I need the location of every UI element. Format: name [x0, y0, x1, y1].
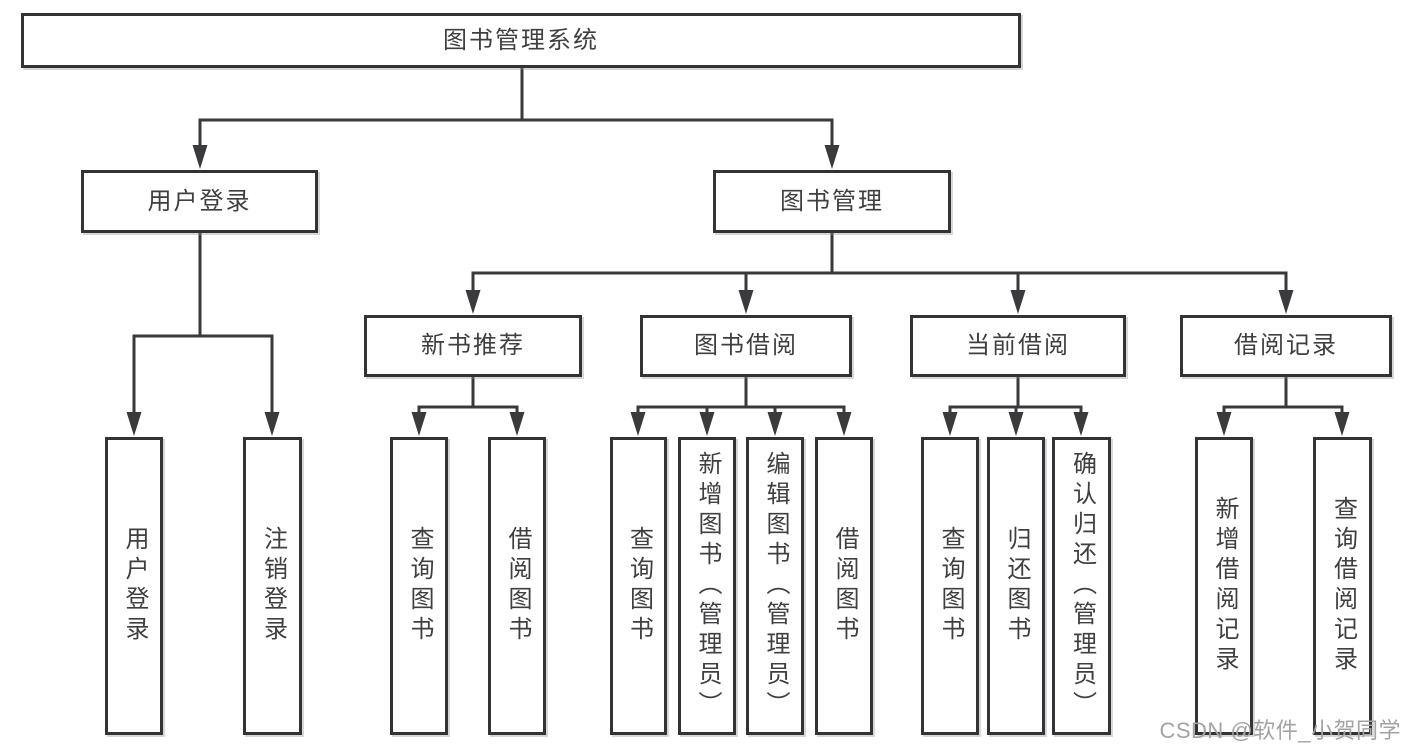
node-leaf-add-book-admin-label: 新增图书（管理员）: [694, 451, 721, 721]
node-leaf-edit-book-admin-label: 编辑图书（管理员）: [762, 451, 789, 721]
node-leaf-logout-label: 注销登录: [259, 526, 287, 646]
node-borrow-records: 借阅记录: [1180, 315, 1392, 377]
node-leaf-borrow-books-recommend-label: 借阅图书: [504, 526, 531, 646]
node-leaf-add-borrow-record-label: 新增借阅记录: [1211, 496, 1238, 676]
node-leaf-return-book: 归还图书: [987, 437, 1045, 735]
node-leaf-query-borrow-record: 查询借阅记录: [1313, 437, 1372, 735]
node-book-management-label: 图书管理: [780, 187, 884, 215]
node-leaf-confirm-return-admin-label: 确认归还（管理员）: [1068, 451, 1096, 721]
node-leaf-borrow-books-label: 借阅图书: [831, 526, 858, 646]
node-leaf-query-books-current-label: 查询图书: [937, 526, 964, 646]
node-current-borrow: 当前借阅: [910, 315, 1126, 377]
node-user-login-label: 用户登录: [147, 187, 252, 215]
watermark: CSDN @软件_小贺同学: [1159, 718, 1401, 743]
node-new-book-recommend: 新书推荐: [364, 315, 582, 377]
node-leaf-borrow-books-recommend: 借阅图书: [488, 437, 546, 735]
node-leaf-query-books-borrow-label: 查询图书: [625, 526, 653, 646]
node-leaf-query-books-recommend: 查询图书: [390, 437, 448, 735]
node-book-management: 图书管理: [713, 170, 951, 233]
node-leaf-user-login: 用户登录: [105, 437, 163, 735]
node-leaf-query-borrow-record-label: 查询借阅记录: [1329, 496, 1357, 676]
node-leaf-query-books-borrow: 查询图书: [610, 437, 667, 735]
node-new-book-recommend-label: 新书推荐: [421, 332, 525, 359]
node-borrow-records-label: 借阅记录: [1234, 332, 1338, 359]
node-leaf-user-login-label: 用户登录: [121, 526, 148, 646]
node-leaf-query-books-current: 查询图书: [921, 437, 979, 735]
node-leaf-logout: 注销登录: [243, 437, 302, 735]
node-user-login: 用户登录: [81, 170, 318, 233]
node-current-borrow-label: 当前借阅: [966, 332, 1070, 359]
node-leaf-add-book-admin: 新增图书（管理员）: [678, 437, 736, 735]
node-leaf-query-books-recommend-label: 查询图书: [406, 526, 433, 646]
node-leaf-confirm-return-admin: 确认归还（管理员）: [1052, 437, 1111, 735]
node-leaf-return-book-label: 归还图书: [1003, 526, 1030, 646]
node-root-label: 图书管理系统: [443, 26, 599, 54]
node-leaf-edit-book-admin: 编辑图书（管理员）: [746, 437, 804, 735]
node-leaf-borrow-books: 借阅图书: [815, 437, 873, 735]
node-book-borrow-label: 图书借阅: [694, 332, 798, 359]
node-root: 图书管理系统: [21, 13, 1021, 68]
node-leaf-add-borrow-record: 新增借阅记录: [1195, 437, 1253, 735]
node-book-borrow: 图书借阅: [640, 315, 852, 377]
